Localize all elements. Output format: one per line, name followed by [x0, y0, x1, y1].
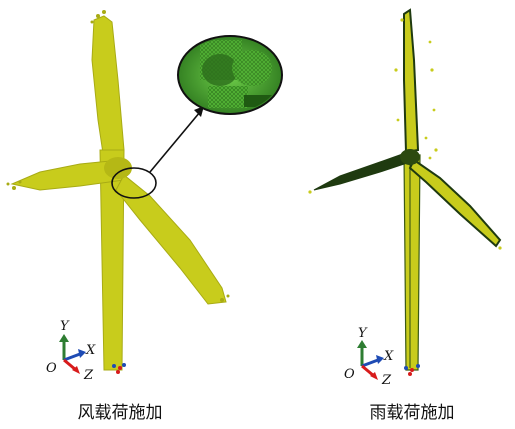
right-turbine [308, 8, 502, 376]
left-blade-top [91, 15, 125, 161]
right-blade-lower [408, 158, 502, 248]
left-load-points [6, 10, 230, 302]
right-axis-x-label: X [383, 349, 394, 364]
right-base-markers [404, 364, 420, 376]
left-axis-triad: Y X Z O [46, 319, 96, 383]
right-axis-origin-label: O [344, 367, 355, 382]
right-axis-y-label: Y [358, 326, 368, 341]
left-base-markers [112, 363, 126, 374]
right-blade-left [313, 151, 411, 191]
right-axis-z-label: Z [381, 373, 392, 388]
hub-callout-ellipse [111, 167, 157, 199]
left-caption: 风载荷施加 [77, 403, 163, 423]
right-tower [403, 154, 421, 371]
right-axis-triad: Y X Z O [344, 326, 394, 388]
right-blade-top [403, 8, 420, 154]
left-hub [104, 157, 132, 179]
left-axis-z-label: Z [83, 368, 94, 383]
right-rain-points [308, 18, 502, 250]
hub-zoom-inset [177, 35, 283, 115]
callout-arrow [149, 111, 201, 173]
right-hub [400, 149, 420, 165]
left-turbine [6, 10, 283, 374]
left-axis-y-label: Y [60, 319, 70, 334]
left-blade-lower [115, 174, 227, 305]
right-caption: 雨载荷施加 [369, 403, 455, 423]
left-tower [99, 149, 125, 371]
left-axis-x-label: X [85, 343, 96, 358]
left-axis-origin-label: O [46, 361, 57, 376]
